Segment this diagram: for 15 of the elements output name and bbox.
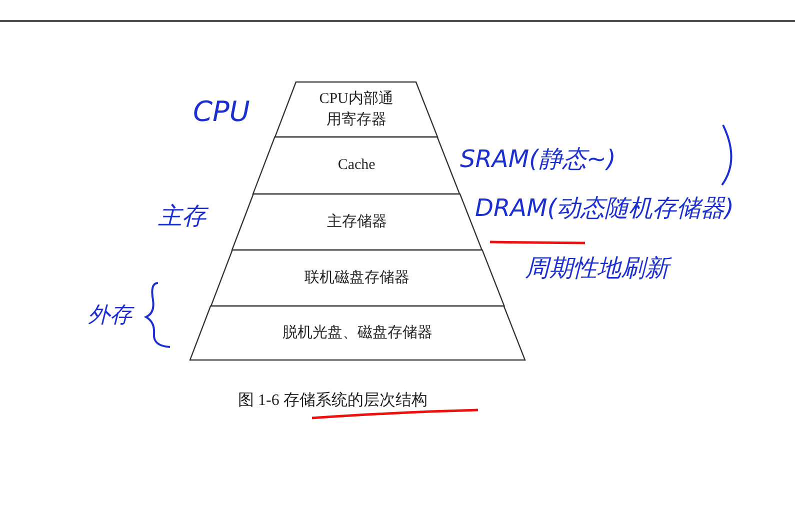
pyramid-level	[210, 250, 504, 306]
level-label: 主存储器	[326, 212, 387, 232]
pyramid-level	[190, 306, 525, 360]
figure-caption: 图 1-6 存储系统的层次结构	[238, 390, 428, 411]
pyramid-level	[275, 82, 438, 137]
handwritten-note: 外存	[88, 300, 132, 330]
handwritten-note: SRAM(静态~)	[460, 144, 616, 175]
level-label: 脱机光盘、磁盘存储器	[282, 324, 432, 343]
handwritten-note: DRAM(动态随机存储器)	[475, 193, 734, 224]
level-label: CPU内部通用寄存器	[318, 90, 394, 130]
handwritten-note: CPU	[193, 95, 250, 128]
handwritten-note: 主存	[158, 200, 206, 232]
pyramid-level	[253, 137, 460, 194]
level-label: Cache	[338, 156, 376, 176]
level-label: 联机磁盘存储器	[304, 268, 410, 288]
